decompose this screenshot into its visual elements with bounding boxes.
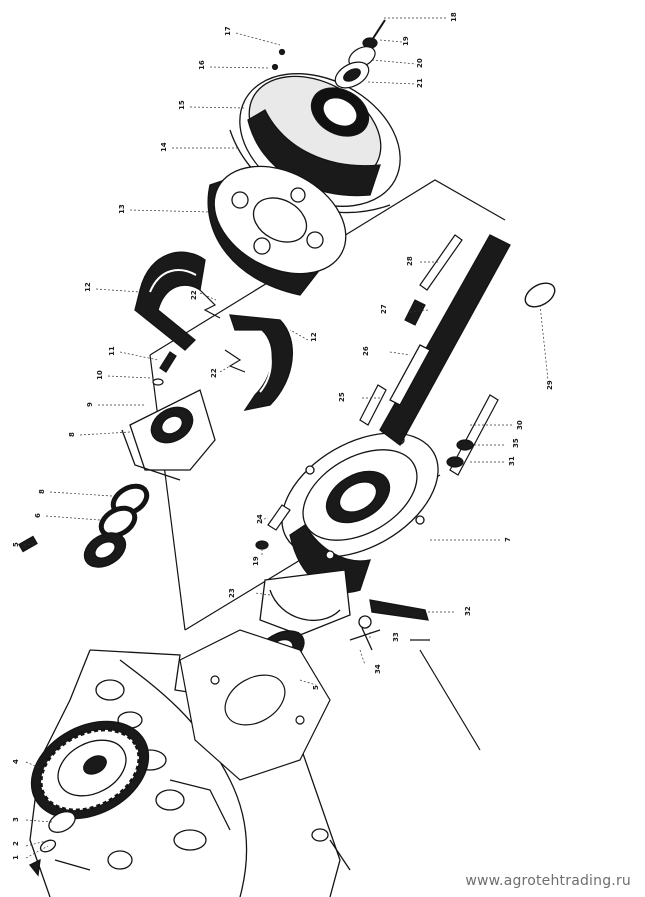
callout-30: 30 bbox=[516, 420, 524, 430]
brake-drum bbox=[207, 165, 347, 296]
callout-4: 4 bbox=[12, 759, 20, 764]
top-fasteners bbox=[271, 19, 386, 89]
callout-1: 1 bbox=[12, 855, 20, 860]
shaft-key-short bbox=[404, 299, 426, 326]
backing-plate bbox=[121, 389, 216, 481]
control-lever bbox=[349, 599, 429, 651]
callout-3: 3 bbox=[12, 817, 20, 822]
callout-9: 9 bbox=[86, 402, 94, 407]
callout-8a: 8 bbox=[38, 489, 46, 494]
callout-8b: 8 bbox=[68, 432, 76, 437]
callout-5a: 5 bbox=[12, 542, 20, 547]
callout-32: 32 bbox=[464, 606, 472, 616]
callout-20: 20 bbox=[416, 58, 424, 68]
brake-shoe-lower bbox=[229, 314, 293, 411]
housing-bolts bbox=[359, 384, 499, 476]
callout-7: 7 bbox=[504, 537, 512, 542]
callout-21: 21 bbox=[416, 78, 424, 88]
spur-gear bbox=[30, 720, 150, 820]
callout-17: 17 bbox=[224, 26, 232, 36]
callout-10: 10 bbox=[96, 370, 104, 380]
callout-14: 14 bbox=[160, 142, 168, 152]
brake-shoe-upper bbox=[134, 251, 206, 351]
callout-22b: 22 bbox=[210, 368, 218, 378]
callout-5b: 5 bbox=[312, 685, 320, 690]
callout-25: 25 bbox=[338, 392, 346, 402]
callout-19b: 19 bbox=[252, 556, 260, 566]
callout-28: 28 bbox=[406, 256, 414, 266]
callout-12a: 12 bbox=[84, 282, 92, 292]
callout-34: 34 bbox=[374, 664, 382, 674]
callout-11: 11 bbox=[108, 346, 116, 356]
seal-rings bbox=[18, 483, 150, 568]
gear-fasteners bbox=[28, 811, 76, 877]
callout-labels: 1 2 3 4 5 5 6 7 8 8 9 10 11 12 12 13 14 … bbox=[12, 12, 554, 860]
gasket-plate bbox=[179, 629, 331, 781]
adapter-flange bbox=[259, 569, 351, 636]
callout-26: 26 bbox=[362, 346, 370, 356]
callout-15: 15 bbox=[178, 100, 186, 110]
callout-13: 13 bbox=[118, 204, 126, 214]
callout-24: 24 bbox=[256, 514, 264, 524]
callout-35: 35 bbox=[512, 438, 520, 448]
callout-18: 18 bbox=[450, 12, 458, 22]
callout-19a: 19 bbox=[402, 36, 410, 46]
callout-2: 2 bbox=[12, 841, 20, 846]
leader-lines bbox=[23, 17, 549, 859]
watermark: www.agrotehtrading.ru bbox=[465, 873, 631, 889]
shoe-springs bbox=[199, 289, 246, 373]
callout-12b: 12 bbox=[310, 332, 318, 342]
callout-6: 6 bbox=[34, 513, 42, 518]
main-shaft bbox=[379, 234, 511, 446]
callout-22a: 22 bbox=[190, 290, 198, 300]
callout-33: 33 bbox=[392, 632, 400, 642]
callout-23: 23 bbox=[228, 588, 236, 598]
shaft-key-long bbox=[419, 234, 463, 291]
main-housing bbox=[281, 432, 439, 594]
cover-plate bbox=[229, 73, 401, 214]
pin-and-clip bbox=[152, 351, 177, 386]
callout-29: 29 bbox=[546, 380, 554, 390]
callout-27: 27 bbox=[380, 304, 388, 314]
small-bolt bbox=[255, 504, 291, 550]
callout-31: 31 bbox=[508, 456, 516, 466]
callout-16: 16 bbox=[198, 60, 206, 70]
snap-ring bbox=[524, 282, 556, 308]
